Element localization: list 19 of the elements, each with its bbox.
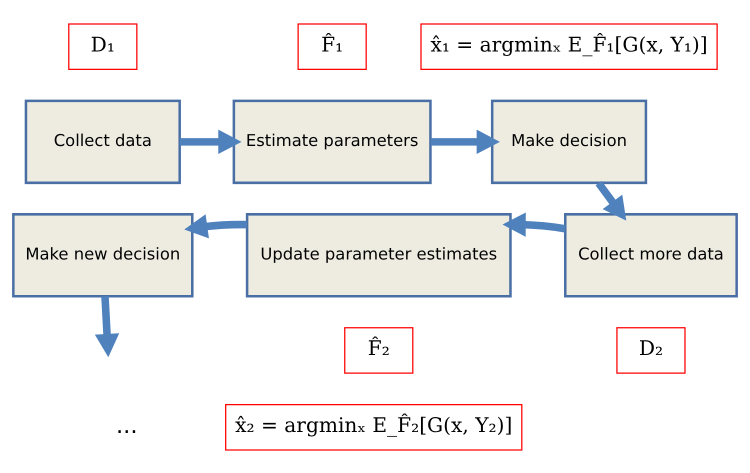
node-box: Make decision — [490, 99, 648, 184]
node-box: x̂₂ = argminₓ E_F̂₂[G(x, Y₂)] — [225, 403, 522, 450]
arrow — [596, 180, 626, 220]
node-box: Update parameter estimates — [246, 212, 512, 297]
node-box: Make new decision — [12, 212, 194, 297]
node-box: Collect data — [24, 99, 181, 184]
node-box: F̂₁ — [298, 22, 367, 70]
node-box: Estimate parameters — [232, 99, 432, 184]
node-box: F̂₂ — [344, 326, 414, 374]
arrow — [180, 129, 242, 154]
node-box: D₁ — [68, 22, 138, 70]
node-box: D₂ — [616, 326, 686, 374]
node-box: Collect more data — [564, 212, 738, 297]
node-box: x̂₁ = argminₓ E_F̂₁[G(x, Y₁)] — [420, 22, 718, 70]
arrow — [502, 212, 566, 236]
label: ... — [116, 412, 138, 438]
arrow — [94, 296, 120, 357]
arrow — [430, 129, 500, 154]
arrow — [184, 214, 247, 238]
